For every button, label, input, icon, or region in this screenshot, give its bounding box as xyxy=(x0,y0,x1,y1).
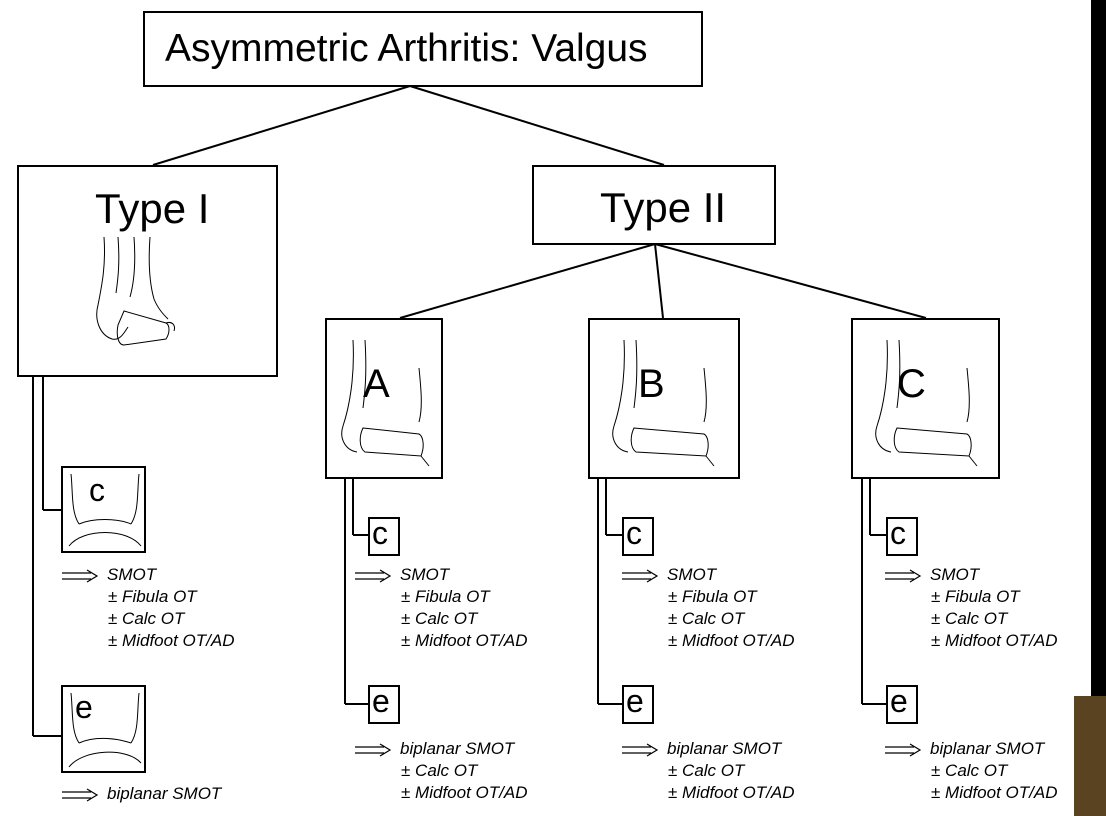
arrow-icon xyxy=(355,743,392,757)
subtype-b-c-treatment: SMOT ± Fibula OT ± Calc OT ± Midfoot OT/… xyxy=(621,564,794,652)
subtype-c-e-box: e xyxy=(886,683,918,724)
subtype-c-c-label: c xyxy=(890,515,906,551)
type-1-c-box: c xyxy=(61,466,146,553)
subtype-a-c-box: c xyxy=(368,515,400,556)
ankle-a-sketch xyxy=(341,339,430,467)
subtype-c-c-line-0: SMOT xyxy=(930,565,980,584)
subtype-a-e-box: e xyxy=(368,683,400,724)
subtype-c-label: C xyxy=(897,362,926,406)
arrow-icon xyxy=(62,569,99,583)
subtype-a-c-treatment: SMOT ± Fibula OT ± Calc OT ± Midfoot OT/… xyxy=(354,564,527,652)
type-1-e-label: e xyxy=(75,689,93,725)
subtype-b-c-line-1: ± Fibula OT xyxy=(668,587,757,606)
type-1-c-treatment: SMOT ± Fibula OT ± Calc OT ± Midfoot OT/… xyxy=(61,564,234,652)
ankle-b-sketch xyxy=(612,339,715,467)
subtype-c-box: C xyxy=(851,318,1000,479)
ankle-c-sketch xyxy=(875,339,978,467)
subtype-a-c-line-2: ± Calc OT xyxy=(401,609,478,628)
subtype-b-c-label: c xyxy=(626,515,642,551)
type-2-label: Type II xyxy=(600,184,727,231)
subtype-b-label: B xyxy=(638,362,665,406)
subtype-a-c-line-3: ± Midfoot OT/AD xyxy=(401,631,528,650)
subtype-c-c-treatment: SMOT ± Fibula OT ± Calc OT ± Midfoot OT/… xyxy=(884,564,1057,652)
arrow-icon xyxy=(885,569,922,583)
subtype-c-e-treatment: biplanar SMOT ± Calc OT ± Midfoot OT/AD xyxy=(884,738,1057,804)
subtype-b-e-line-1: ± Calc OT xyxy=(668,761,745,780)
type-1-c-line-1: ± Fibula OT xyxy=(108,587,197,606)
subtype-b-c-line-3: ± Midfoot OT/AD xyxy=(668,631,795,650)
type-1-c-line-3: ± Midfoot OT/AD xyxy=(108,631,235,650)
subtype-b-e-line-2: ± Midfoot OT/AD xyxy=(668,783,795,802)
type-1-box: Type I xyxy=(17,165,278,377)
type-1-e-line-0: biplanar SMOT xyxy=(107,784,222,803)
type-1-c-label: c xyxy=(89,472,105,508)
type-1-e-box: e xyxy=(61,685,146,773)
subtype-c-e-line-0: biplanar SMOT xyxy=(930,739,1045,758)
ankle-type-1-sketch xyxy=(96,236,175,346)
title-box: Asymmetric Arthritis: Valgus xyxy=(143,11,703,87)
joint-e-sketch xyxy=(68,692,142,768)
subtype-c-c-box: c xyxy=(886,515,918,556)
subtype-a-e-line-2: ± Midfoot OT/AD xyxy=(401,783,528,802)
type-2-box: Type II xyxy=(532,165,776,245)
subtype-a-c-label: c xyxy=(372,515,388,551)
type-1-e-treatment: biplanar SMOT xyxy=(61,783,221,805)
subtype-a-c-line-1: ± Fibula OT xyxy=(401,587,490,606)
subtype-b-e-label: e xyxy=(626,683,644,719)
arrow-icon xyxy=(62,788,99,802)
subtype-b-c-box: c xyxy=(622,515,654,556)
joint-c-sketch xyxy=(68,473,142,547)
subtype-a-e-line-1: ± Calc OT xyxy=(401,761,478,780)
subtype-a-box: A xyxy=(325,318,443,479)
subtype-c-e-line-1: ± Calc OT xyxy=(931,761,1008,780)
subtype-b-e-line-0: biplanar SMOT xyxy=(667,739,782,758)
type-1-label: Type I xyxy=(95,185,210,232)
arrow-icon xyxy=(885,743,922,757)
subtype-c-e-line-2: ± Midfoot OT/AD xyxy=(931,783,1058,802)
subtype-a-e-treatment: biplanar SMOT ± Calc OT ± Midfoot OT/AD xyxy=(354,738,527,804)
subtype-c-c-line-2: ± Calc OT xyxy=(931,609,1008,628)
subtype-a-label: A xyxy=(363,362,390,406)
type-1-c-line-2: ± Calc OT xyxy=(108,609,185,628)
subtype-b-c-line-0: SMOT xyxy=(667,565,717,584)
subtype-c-e-label: e xyxy=(890,683,908,719)
arrow-icon xyxy=(622,569,659,583)
subtype-c-c-line-3: ± Midfoot OT/AD xyxy=(931,631,1058,650)
subtype-b-c-line-2: ± Calc OT xyxy=(668,609,745,628)
subtype-a-e-line-0: biplanar SMOT xyxy=(400,739,515,758)
arrow-icon xyxy=(622,743,659,757)
corner-decoration xyxy=(1074,696,1106,816)
subtype-b-e-treatment: biplanar SMOT ± Calc OT ± Midfoot OT/AD xyxy=(621,738,794,804)
subtype-b-box: B xyxy=(588,318,740,479)
diagram-title: Asymmetric Arthritis: Valgus xyxy=(165,27,648,70)
subtype-a-e-label: e xyxy=(372,683,390,719)
type-1-c-line-0: SMOT xyxy=(107,565,157,584)
subtype-c-c-line-1: ± Fibula OT xyxy=(931,587,1020,606)
subtype-a-c-line-0: SMOT xyxy=(400,565,450,584)
subtype-b-e-box: e xyxy=(622,683,654,724)
arrow-icon xyxy=(355,569,392,583)
